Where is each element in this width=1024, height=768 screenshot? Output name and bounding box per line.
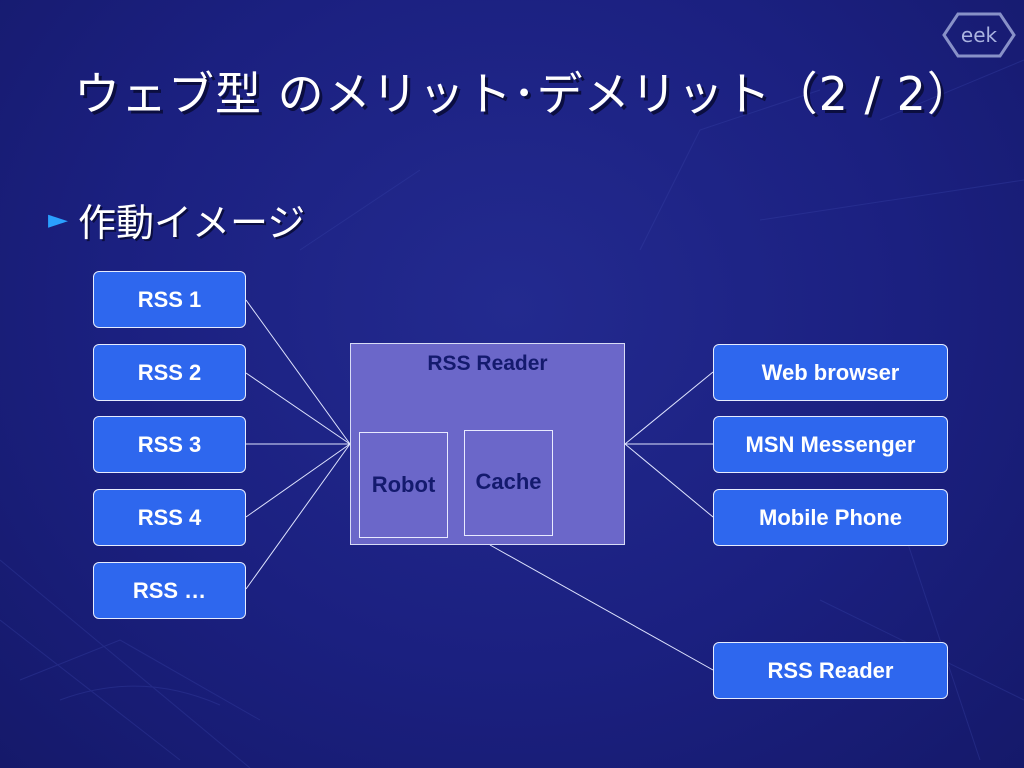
connector-web-browser — [624, 371, 714, 445]
source-rss-2: RSS 2 — [93, 344, 246, 401]
source-rss-1: RSS 1 — [93, 271, 246, 328]
rss-reader-server: RSS Reader Robot Cache — [350, 343, 625, 545]
connector-rss-2 — [245, 372, 351, 445]
robot-component: Robot — [359, 432, 448, 538]
hexagon-icon — [942, 12, 1016, 58]
connector-rss-4 — [245, 443, 351, 518]
slide-title: ウェブ型 のメリット･デメリット（2 / 2） — [74, 67, 974, 121]
client-web-browser: Web browser — [713, 344, 948, 401]
logo: eek — [940, 10, 1018, 60]
bullet-item: ► 作動イメージ — [48, 192, 305, 247]
client-rss-reader: RSS Reader — [713, 642, 948, 699]
triangle-right-icon: ► — [48, 204, 68, 235]
connector-mobile-phone — [624, 443, 714, 518]
source-rss-more: RSS … — [93, 562, 246, 619]
connector-rss-1 — [245, 299, 351, 445]
cache-component: Cache — [464, 430, 553, 536]
source-rss-3: RSS 3 — [93, 416, 246, 473]
rss-reader-title: RSS Reader — [427, 352, 548, 375]
client-mobile-phone: Mobile Phone — [713, 489, 948, 546]
bullet-text: 作動イメージ — [78, 201, 306, 245]
source-rss-4: RSS 4 — [93, 489, 246, 546]
connector-rss-more — [245, 443, 351, 590]
logo-text: eek — [960, 23, 998, 47]
client-msn-messenger: MSN Messenger — [713, 416, 948, 473]
connector-rss-reader-client — [489, 544, 714, 671]
